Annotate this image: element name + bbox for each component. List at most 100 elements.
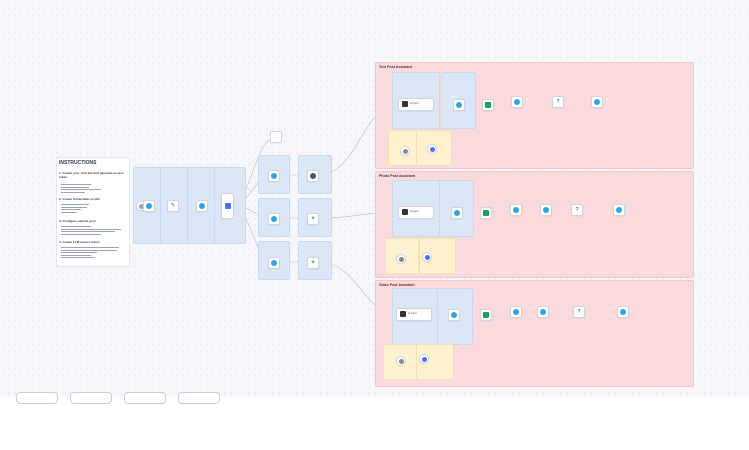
- video-ai-agent-node[interactable]: AI Agent: [396, 308, 432, 321]
- photo-sheet-node[interactable]: [480, 207, 492, 219]
- note-set[interactable]: [160, 167, 190, 244]
- text-line: [61, 184, 91, 185]
- note-text-tools[interactable]: [416, 130, 452, 166]
- text-extract-node[interactable]: [307, 170, 319, 182]
- group-video-post-title: Video Post Assistant: [379, 283, 415, 287]
- instructions-title: INSTRUCTIONS: [59, 160, 97, 166]
- note-photo-model[interactable]: [385, 238, 419, 274]
- group-photo-post-title: Photo Post Assistant: [379, 174, 416, 178]
- question-icon: ?: [556, 99, 560, 105]
- telegram-icon: [514, 99, 520, 105]
- photo-get-file-node[interactable]: [540, 204, 552, 216]
- photo-chat-model-node[interactable]: [396, 254, 406, 264]
- set-fields-node[interactable]: ✎: [167, 200, 179, 212]
- reset-zoom-button[interactable]: [178, 392, 220, 404]
- telegram-icon: [451, 312, 457, 318]
- text-publish-node[interactable]: [591, 96, 603, 108]
- text-ai-agent-node[interactable]: AI Agent: [398, 98, 434, 111]
- video-sheet-node[interactable]: [480, 309, 492, 321]
- telegram-icon: [454, 210, 460, 216]
- text-line: [61, 206, 87, 208]
- zoom-to-fit-button[interactable]: [16, 392, 58, 404]
- text-line: [61, 252, 97, 253]
- telegram-icon: [271, 216, 277, 222]
- table-icon: [483, 210, 489, 216]
- instructions-step-1: 1. Create your chat bot and generate acc…: [59, 171, 124, 179]
- switch-icon: [224, 203, 231, 209]
- telegram-icon: [199, 203, 205, 209]
- tool-icon: [424, 254, 430, 260]
- text-if-node[interactable]: ?: [552, 96, 564, 108]
- text-chat-model-node[interactable]: [400, 146, 410, 156]
- telegram-icon: [543, 207, 549, 213]
- text-send-message-node[interactable]: [453, 99, 465, 111]
- merge-icon: ✦: [310, 260, 316, 266]
- telegram-trigger-node[interactable]: [143, 200, 155, 212]
- note-video-download[interactable]: [298, 241, 332, 280]
- text-line: [61, 257, 95, 258]
- text-wait-node[interactable]: [511, 96, 523, 108]
- video-get-file-node[interactable]: [537, 306, 549, 318]
- arrow-right-icon: →: [273, 134, 279, 140]
- table-icon: [485, 102, 491, 108]
- photo-download-node[interactable]: ✦: [307, 213, 319, 225]
- switch-node[interactable]: [221, 193, 234, 219]
- instructions-note[interactable]: INSTRUCTIONS 1. Create your chat bot and…: [56, 157, 130, 267]
- photo-tool-node[interactable]: [422, 252, 432, 262]
- group-text-post-title: Text Post Assistant: [379, 65, 412, 69]
- photo-route-node[interactable]: [268, 213, 280, 225]
- photo-if-node[interactable]: ?: [571, 204, 583, 216]
- agent-label: AI Agent: [408, 312, 417, 315]
- telegram-icon: [271, 173, 277, 179]
- video-route-node[interactable]: [268, 257, 280, 269]
- text-line: [61, 233, 101, 235]
- zoom-out-button[interactable]: [124, 392, 166, 404]
- robot-icon: [402, 209, 408, 215]
- telegram-icon: [271, 260, 277, 266]
- question-icon: ?: [577, 309, 581, 315]
- video-tool-node[interactable]: [419, 354, 429, 364]
- zoom-in-button[interactable]: [70, 392, 112, 404]
- text-tool-node[interactable]: [427, 144, 437, 154]
- tool-icon: [421, 356, 427, 362]
- get-file-node[interactable]: [196, 200, 208, 212]
- video-chat-model-node[interactable]: [396, 356, 406, 366]
- telegram-icon: [594, 99, 600, 105]
- text-line: [61, 191, 85, 193]
- text-route-node[interactable]: [268, 170, 280, 182]
- telegram-icon: [146, 203, 152, 209]
- text-line: [61, 231, 115, 232]
- agent-label: AI Agent: [410, 210, 419, 213]
- robot-icon: [402, 101, 408, 107]
- telegram-icon: [540, 309, 546, 315]
- telegram-icon: [513, 207, 519, 213]
- video-download-node[interactable]: ✦: [307, 257, 319, 269]
- photo-send-message-node[interactable]: [451, 207, 463, 219]
- photo-publish-node[interactable]: [613, 204, 625, 216]
- instructions-step-3: 3. Configure upload-post: [59, 219, 96, 223]
- telegram-icon: [620, 309, 626, 315]
- telegram-icon: [513, 309, 519, 315]
- telegram-icon: [456, 102, 462, 108]
- instructions-step-4: 4. Create LLM access token: [59, 240, 100, 244]
- note-text-model[interactable]: [388, 130, 418, 166]
- text-line: [61, 186, 89, 188]
- text-line: [61, 209, 81, 210]
- video-publish-node[interactable]: [617, 306, 629, 318]
- robot-icon: [400, 311, 406, 317]
- telegram-icon: [616, 207, 622, 213]
- workflow-canvas[interactable]: INSTRUCTIONS 1. Create your chat bot and…: [0, 0, 749, 397]
- text-sheet-node[interactable]: [482, 99, 494, 111]
- question-icon: ?: [575, 207, 579, 213]
- text-line: [61, 247, 119, 248]
- video-if-node[interactable]: ?: [573, 306, 585, 318]
- play-icon: [138, 203, 144, 209]
- text-line: [61, 249, 117, 251]
- pencil-icon: ✎: [170, 203, 176, 209]
- model-icon: [398, 256, 404, 262]
- photo-wait-node[interactable]: [510, 204, 522, 216]
- video-send-message-node[interactable]: [448, 309, 460, 321]
- noop-node[interactable]: →: [270, 131, 282, 143]
- video-wait-node[interactable]: [510, 306, 522, 318]
- photo-ai-agent-node[interactable]: AI Agent: [398, 206, 434, 219]
